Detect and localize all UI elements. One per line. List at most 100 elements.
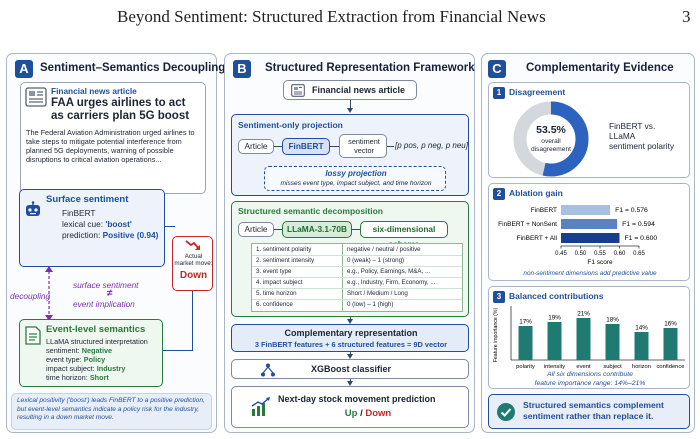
market-label-2: market move: <box>174 260 213 267</box>
bar <box>576 318 591 360</box>
connector-arrow <box>347 381 353 386</box>
bar <box>561 233 620 243</box>
llama-chip: LLaMA-3.1-70B <box>282 221 352 238</box>
event-row-value: Short <box>89 373 109 382</box>
prediction-up: Up <box>344 408 358 419</box>
table-key: 4. impact subject <box>256 278 303 286</box>
data-label: 21% <box>577 311 590 318</box>
connector <box>274 229 282 230</box>
panel-a-caption: Lexical positivity ('boost') leads FinBE… <box>11 393 212 430</box>
event-row-key: sentiment: <box>46 346 80 355</box>
category-label: FinBERT <box>531 207 557 214</box>
panel-a: A Sentiment–Semantics Decoupling Financi… <box>6 53 225 433</box>
vector-label-1: sentiment <box>348 137 380 146</box>
news-article-label: Financial news article <box>312 85 406 95</box>
panel-b: B Structured Representation Framework Fi… <box>224 53 475 433</box>
xgboost-label: XGBoost classifier <box>310 364 392 374</box>
balanced-chart: Feature importance (%)17%polarity19%inte… <box>493 306 685 370</box>
surface-pred-value: Positive (0.94) <box>102 230 159 240</box>
xgboost-box: XGBoost classifier <box>231 359 469 379</box>
category-label: event <box>576 364 591 370</box>
panel-c-letter: C <box>488 60 506 78</box>
prediction-title: Next-day stock movement prediction <box>278 394 436 404</box>
data-label: 19% <box>548 315 561 322</box>
event-row-value: Industry <box>96 364 126 373</box>
bar <box>634 332 649 360</box>
bar <box>605 324 620 360</box>
complementary-box: Complementary representation 3 FinBERT f… <box>231 324 469 352</box>
probability-vector: [p pos, p neg, p neu] <box>395 141 468 150</box>
connector-arrow <box>347 108 353 113</box>
market-connector-v <box>192 291 193 351</box>
article-headline-1: FAA urges airlines to act <box>51 97 186 109</box>
table-value: negative / neutral / positive <box>347 245 421 253</box>
x-tick-label: 0.65 <box>633 251 645 257</box>
prediction-labels: Up / Down <box>278 408 458 419</box>
market-label-1: Actual <box>184 253 203 260</box>
category-label: confidence <box>656 364 684 370</box>
event-row: impact subject: Industry <box>46 364 126 373</box>
structured-box: Structured semantic decomposition Articl… <box>231 201 469 317</box>
panel-a-title: Sentiment–Semantics Decoupling <box>40 62 226 74</box>
prediction-down: Down <box>365 408 392 419</box>
newspaper-icon <box>25 87 47 112</box>
table-key: 1. sentiment polarity <box>256 245 312 253</box>
x-tick-label: 0.55 <box>594 251 606 257</box>
ablation-title: Ablation gain <box>509 188 563 198</box>
category-label: FinBERT + All <box>517 235 558 242</box>
bar <box>547 322 562 360</box>
data-label: 18% <box>606 317 619 324</box>
table-value: e.g., Policy, Earnings, M&A, ... <box>347 267 431 275</box>
connector-arrow <box>347 319 353 324</box>
data-label: 17% <box>519 319 532 326</box>
surface-connector-h <box>165 226 175 227</box>
connector <box>330 146 339 147</box>
disagreement-card: 1 Disagreement 53.5% overall disagreemen… <box>488 82 690 178</box>
surface-cue-label: lexical cue: <box>62 219 104 229</box>
bar <box>663 328 678 360</box>
surface-prediction: prediction: Positive (0.94) <box>62 230 158 240</box>
lossy-desc: misses event type, impact subject, and t… <box>280 180 432 187</box>
data-label: F1 = 0.600 <box>625 235 658 242</box>
section-number: 3 <box>493 291 505 303</box>
table-value: 0 (low) – 1 (high) <box>347 300 394 308</box>
table-key: 2. sentiment intensity <box>256 256 315 264</box>
balanced-title: Balanced contributions <box>509 291 604 301</box>
complementary-title: Complementary representation <box>284 328 418 338</box>
event-model: LLaMA structured interpretation <box>46 337 148 346</box>
panel-b-title: Structured Representation Framework <box>265 62 475 74</box>
takeaway-text: Structured semantics complement sentimen… <box>523 400 664 421</box>
section-number: 2 <box>493 188 505 200</box>
surface-title: Surface sentiment <box>46 194 129 205</box>
connector <box>274 146 282 147</box>
event-row: sentiment: Negative <box>46 346 112 355</box>
balanced-note-2: feature importance range: 14%–21% <box>534 380 646 387</box>
finbert-chip: FinBERT <box>282 138 330 155</box>
donut-sub-2: disagreement <box>531 146 571 153</box>
donut-sub-1: overall <box>541 138 561 145</box>
page-header: Beyond Sentiment: Structured Extraction … <box>0 2 700 28</box>
event-row: time horizon: Short <box>46 373 109 382</box>
table-value: e.g., Industry, Firm, Economy, ... <box>347 278 436 286</box>
article-chip: Article <box>238 139 274 154</box>
event-row-value: Negative <box>81 346 113 355</box>
page-number: 3 <box>682 7 691 26</box>
table-row: 2. sentiment intensity 0 (weak) – 1 (str… <box>252 255 462 267</box>
connector-arrow <box>347 354 353 359</box>
connector <box>387 146 394 147</box>
article-headline-2: as carriers plan 5G boost <box>51 110 190 122</box>
event-row-value: Policy <box>83 355 106 364</box>
donut-chart <box>513 101 589 177</box>
x-tick-label: 0.60 <box>614 251 626 257</box>
data-label: F1 = 0.594 <box>622 221 655 228</box>
table-value: 0 (weak) – 1 (strong) <box>347 256 405 264</box>
market-value: Down <box>179 270 208 281</box>
surface-cue: lexical cue: 'boost' <box>62 219 132 229</box>
mid-text-1: surface sentiment <box>73 280 139 290</box>
table-key: 5. time horizon <box>256 289 297 297</box>
panel-a-letter: A <box>15 60 33 78</box>
panel-c: C Complementarity Evidence 1 Disagreemen… <box>481 53 695 433</box>
ablation-note: non-sentiment dimensions add predictive … <box>523 270 657 277</box>
